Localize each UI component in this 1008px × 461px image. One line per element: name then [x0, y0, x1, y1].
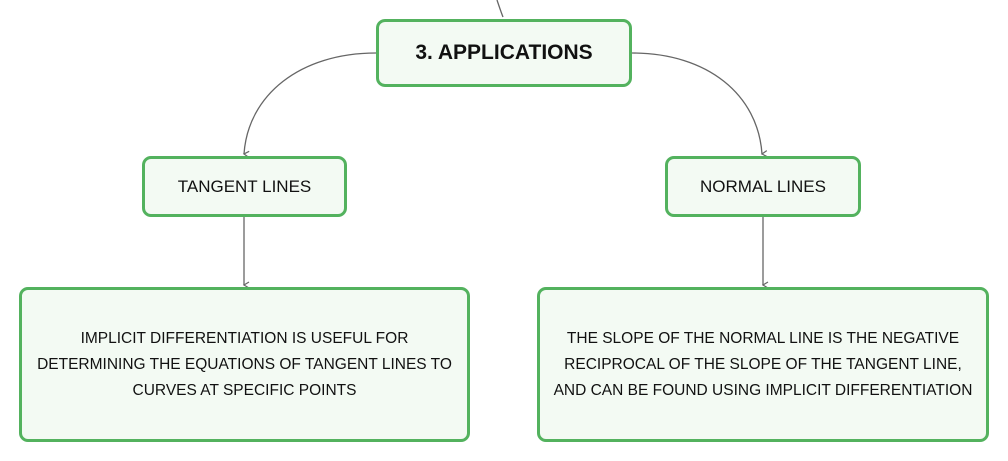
connector-root-to-tangent-lines: [242, 52, 377, 158]
node-normal-lines-detail[interactable]: THE SLOPE OF THE NORMAL LINE IS THE NEGA…: [537, 287, 989, 442]
node-normal-lines[interactable]: NORMAL LINES: [665, 156, 861, 217]
root-node-label: 3. APPLICATIONS: [415, 41, 593, 64]
normal-lines-detail-text: THE SLOPE OF THE NORMAL LINE IS THE NEGA…: [553, 329, 973, 399]
root-node-applications[interactable]: 3. APPLICATIONS: [376, 19, 632, 87]
connector-root-to-normal-lines: [631, 52, 768, 158]
node-tangent-lines[interactable]: TANGENT LINES: [142, 156, 347, 217]
tangent-lines-detail-text: IMPLICIT DIFFERENTIATION IS USEFUL FOR D…: [37, 329, 452, 399]
incoming-connector: [496, 0, 504, 18]
node-tangent-lines-detail[interactable]: IMPLICIT DIFFERENTIATION IS USEFUL FOR D…: [19, 287, 470, 442]
normal-lines-label: NORMAL LINES: [700, 176, 826, 196]
tangent-lines-label: TANGENT LINES: [177, 176, 312, 196]
